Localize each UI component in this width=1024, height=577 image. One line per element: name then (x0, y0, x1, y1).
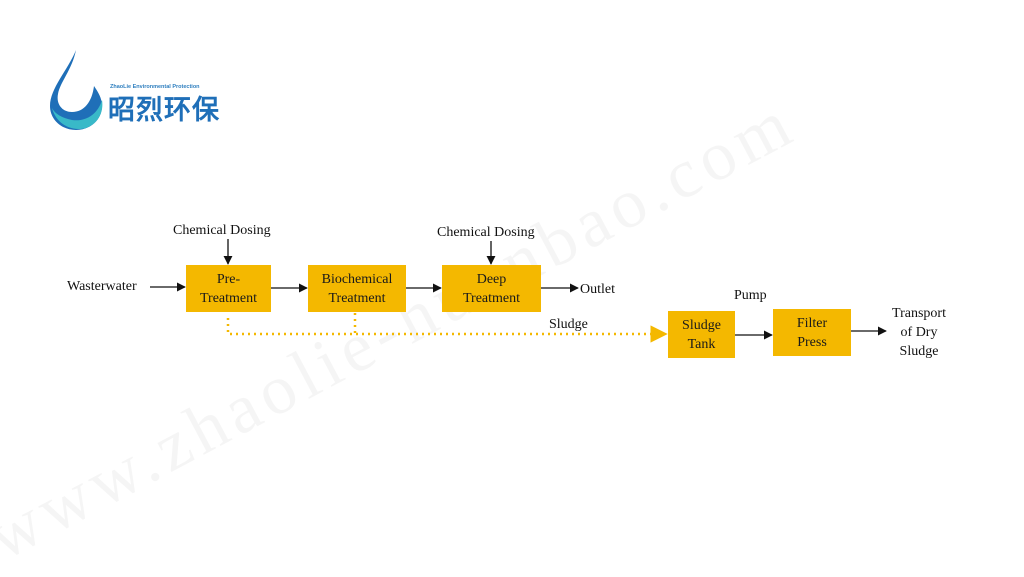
logo-title: 昭烈环保 (108, 95, 220, 126)
box-deep-treatment: Deep Treatment (442, 265, 541, 312)
label-wastewater: Wasterwater (67, 279, 137, 294)
box-deep-treatment-label: Deep Treatment (462, 271, 521, 306)
logo-subtitle: ZhaoLie Environmental Protection (110, 84, 200, 90)
company-logo: ZhaoLie Environmental Protection 昭烈环保 (46, 48, 246, 138)
box-sludge-tank-label: Sludge Tank (682, 317, 721, 352)
box-biochemical: Biochemical Treatment (308, 265, 406, 312)
label-outlet: Outlet (580, 282, 615, 297)
box-biochemical-label: Biochemical Treatment (321, 271, 393, 306)
box-filter-press: Filter Press (773, 309, 851, 356)
label-transport-dry-sludge: Transport of Dry Sludge (892, 306, 946, 359)
label-chemical-dosing-2: Chemical Dosing (437, 225, 535, 240)
box-pretreatment: Pre- Treatment (186, 265, 271, 312)
box-filter-press-label: Filter Press (796, 315, 828, 350)
label-sludge: Sludge (549, 317, 588, 332)
box-pretreatment-label: Pre- Treatment (199, 271, 258, 306)
label-chemical-dosing-1: Chemical Dosing (173, 223, 271, 238)
sludge-line-main (226, 318, 668, 343)
label-pump: Pump (734, 288, 767, 303)
water-drop-icon (50, 50, 103, 130)
box-sludge-tank: Sludge Tank (668, 311, 735, 358)
